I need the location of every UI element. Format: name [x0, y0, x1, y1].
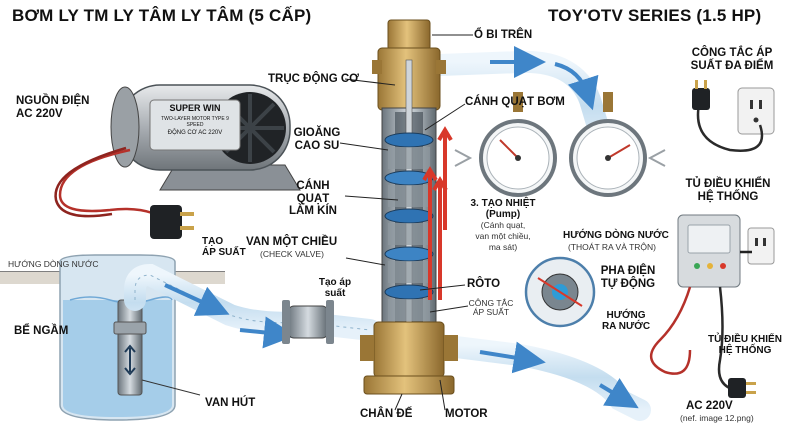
leader-lines: [339, 34, 473, 411]
pressure-gauge-right: [569, 92, 647, 197]
title-left: BƠM LY TM LY TÂM LY TÂM (5 CẤP): [12, 6, 312, 25]
impeller-stage: [384, 284, 434, 300]
motor-brand: SUPER WIN: [169, 103, 221, 113]
label-check-valve-en: (CHECK VALVE): [260, 249, 324, 259]
motor-power-cord: [58, 148, 176, 226]
label-pump-impeller: CÁNH QUẠT BƠM: [465, 96, 565, 108]
title-right: TOY'OTV SERIES (1.5 HP): [548, 6, 762, 25]
diffuser-section: [388, 185, 430, 207]
impeller-stage: [384, 208, 434, 224]
heat-arrows: [422, 126, 453, 300]
rotor-zoom: [524, 256, 596, 328]
diffuser-section: [388, 299, 430, 321]
heat-arrow: [422, 166, 438, 300]
label-rotor: RÔTO: [467, 278, 501, 290]
impeller-stage: [384, 246, 434, 262]
wall-outlet-right: [747, 227, 775, 265]
label-water-flow-left: HƯỚNG DÒNG NƯỚC: [8, 259, 99, 269]
outlet-pipe-bottom: [429, 334, 651, 421]
impeller-stage: [384, 132, 434, 148]
diffuser-section: [388, 147, 430, 169]
label-heat-generation: 3. TẠO NHIỆT (Pump) (Cánh quạt, van một …: [470, 198, 536, 252]
heat-arrow: [437, 126, 453, 230]
electric-motor: [110, 84, 301, 191]
label-foot-valve: VAN HÚT: [205, 397, 256, 409]
label-reference: (nef. image 12.png): [680, 413, 754, 423]
motor-voltage: ĐỘNG CƠ AC 220V: [167, 130, 223, 136]
impeller-stages: [384, 132, 434, 321]
label-underground-tank: BỂ NGẦM: [14, 325, 69, 337]
control-cords: [650, 286, 692, 375]
control-plug: [728, 378, 756, 398]
label-drain-mix: (THOÁT RA VÀ TRỘN): [568, 242, 657, 252]
label-upper-bearing: Ổ BI TRÊN: [474, 29, 533, 41]
label-base: CHÂN ĐẾ: [360, 408, 413, 420]
diffuser-section: [388, 223, 430, 245]
control-box: [677, 214, 741, 288]
label-water-flow-right: HƯỚNG DÒNG NƯỚC: [563, 230, 669, 241]
wall-outlet-top: [737, 87, 775, 135]
label-motor: MOTOR: [445, 408, 488, 420]
foot-valve: [113, 299, 201, 396]
diffuser-section: [388, 261, 430, 283]
label-motor-shaft: TRỤC ĐỘNG CƠ: [268, 73, 359, 85]
pressure-switch-plug: [692, 80, 710, 110]
pressure-switch-cord: [696, 99, 764, 152]
label-check-valve: VAN MỘT CHIỀU: [246, 236, 338, 248]
motor-plug: [150, 205, 194, 239]
motor-spec: TWO-LAYER MOTOR TYPE 9 SPEED: [161, 116, 229, 128]
check-valve-body: [282, 300, 334, 344]
pressure-gauge-left: [479, 92, 557, 197]
label-ac-220v: AC 220V: [686, 400, 733, 412]
